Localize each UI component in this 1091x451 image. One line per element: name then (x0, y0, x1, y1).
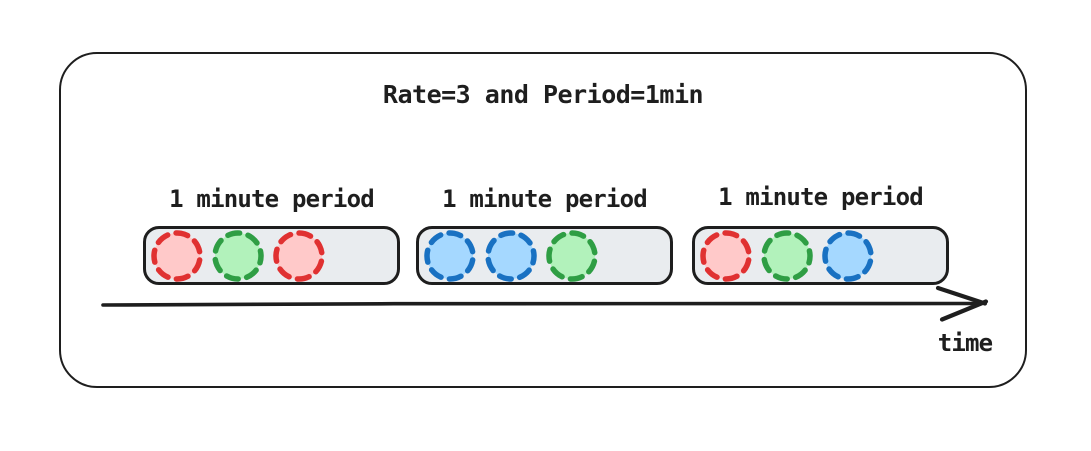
period-label-1: 1 minute period (169, 185, 375, 213)
request-circle-green (544, 228, 600, 284)
request-circle-green (210, 228, 266, 284)
period-label-2: 1 minute period (442, 185, 648, 213)
request-circle-red (149, 228, 205, 284)
request-circle-blue (422, 228, 478, 284)
period-pill-1 (143, 226, 400, 285)
time-axis-label: time (937, 329, 993, 357)
request-circle-blue (820, 228, 876, 284)
period-pill-3 (692, 226, 949, 285)
period-pill-2 (416, 226, 673, 285)
arrow-shaft (101, 301, 979, 307)
request-circle-blue (483, 228, 539, 284)
diagram-title: Rate=3 and Period=1min (382, 80, 704, 109)
arrowhead-icon (935, 285, 989, 322)
outer-frame (59, 52, 1027, 388)
request-circle-red (698, 228, 754, 284)
request-circle-red (271, 228, 327, 284)
period-label-3: 1 minute period (718, 183, 924, 211)
time-axis-arrow (101, 285, 989, 322)
request-circle-green (759, 228, 815, 284)
